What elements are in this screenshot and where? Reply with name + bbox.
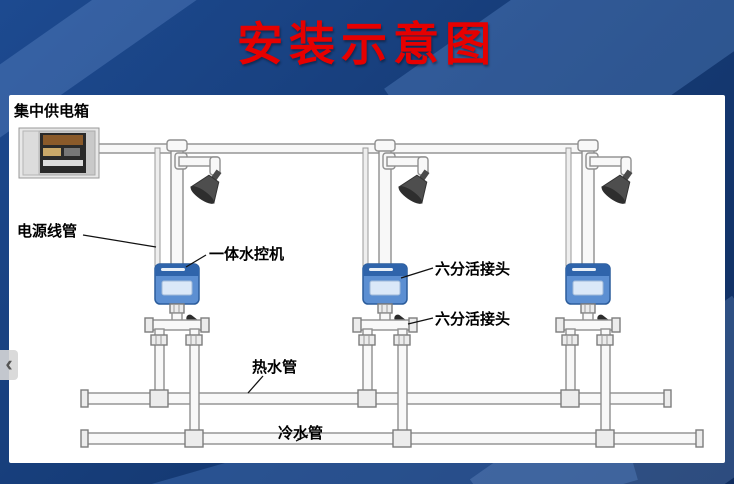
power-box-label: 集中供电箱 <box>14 103 90 120</box>
diagram-panel: 集中供电箱 电源线管 一体水控机 六分活接头 六分活接头 热水管 冷水管 <box>9 95 725 463</box>
power-supply-box <box>18 127 100 179</box>
callout-lines <box>82 234 434 442</box>
controller-label: 一体水控机 <box>209 246 285 263</box>
page-title: 安装示意图 <box>237 18 497 70</box>
hot-pipe-label: 热水管 <box>252 359 298 376</box>
union-upper-label: 六分活接头 <box>435 261 511 278</box>
prev-arrow-icon[interactable]: ‹ <box>0 350 18 380</box>
power-conduit-label: 电源线管 <box>17 223 78 240</box>
union-lower-label: 六分活接头 <box>435 311 511 328</box>
cold-pipe-label: 冷水管 <box>278 425 324 442</box>
installation-diagram <box>18 127 704 448</box>
